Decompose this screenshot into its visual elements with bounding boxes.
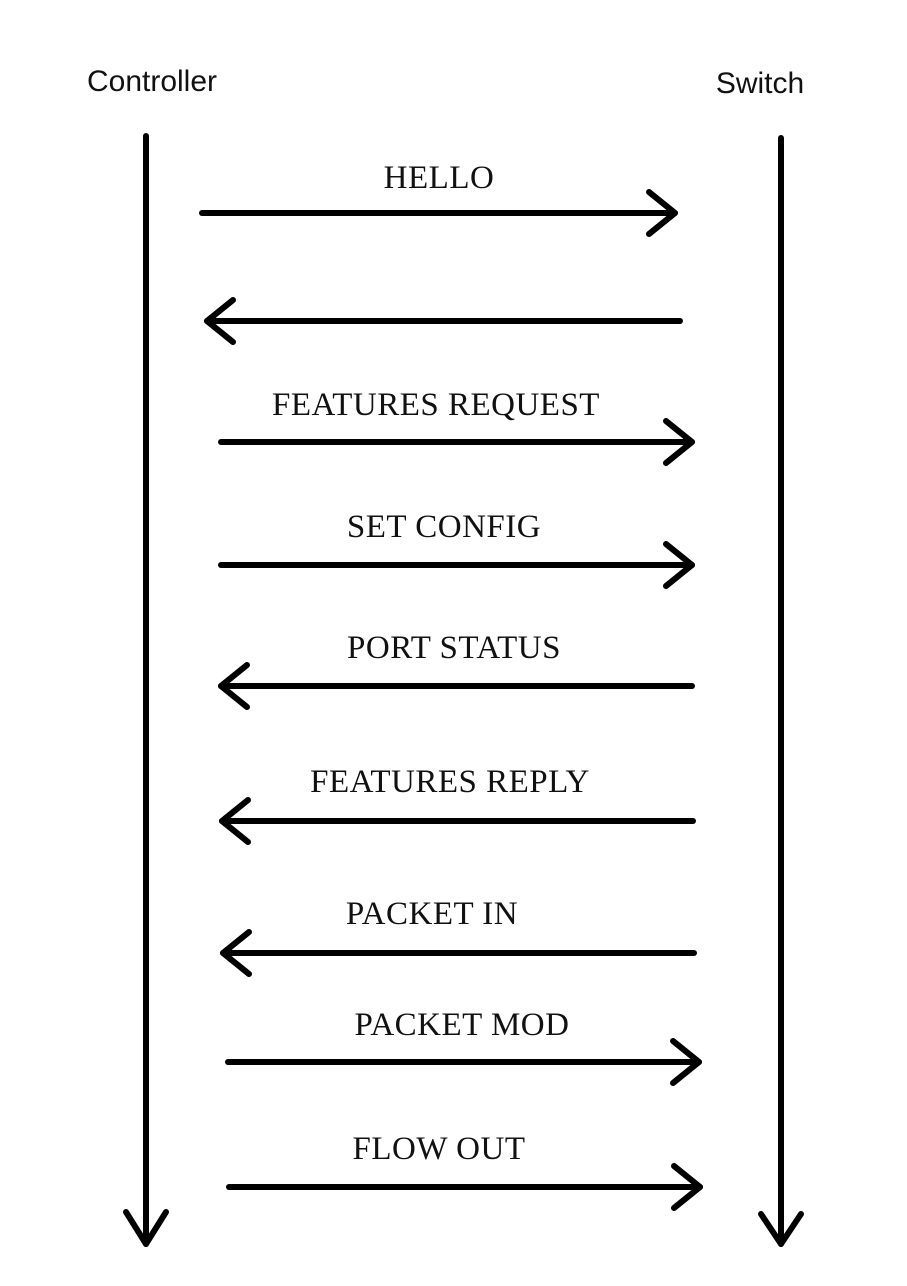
message-label: FEATURES REPLY <box>310 764 590 800</box>
arrow-left-icon <box>218 662 250 710</box>
message-9: FLOW OUT <box>226 1131 703 1211</box>
controller-label: Controller <box>87 65 217 98</box>
message-label: SET CONFIG <box>347 509 541 545</box>
messages-group: HELLO FEATURES REQUEST SET CONFIG PORT STAT… <box>199 160 703 1211</box>
message-1: HELLO <box>199 160 678 237</box>
arrow-right-icon <box>663 418 695 466</box>
message-label: PACKET IN <box>346 896 518 932</box>
message-6: FEATURES REPLY <box>219 764 696 845</box>
message-3: FEATURES REQUEST <box>218 387 695 466</box>
message-2 <box>204 297 683 345</box>
message-8: PACKET MOD <box>225 1007 702 1086</box>
message-4: SET CONFIG <box>218 509 695 589</box>
message-label: PORT STATUS <box>347 630 561 666</box>
switch-lifeline <box>758 135 804 1247</box>
message-7: PACKET IN <box>220 896 697 977</box>
arrow-right-icon <box>663 541 695 589</box>
switch-label: Switch <box>716 67 804 100</box>
arrow-left-icon <box>204 297 236 345</box>
message-5: PORT STATUS <box>218 630 695 710</box>
arrow-right-icon <box>646 189 678 237</box>
arrow-left-icon <box>219 797 251 845</box>
controller-lifeline <box>123 133 169 1247</box>
message-label: FEATURES REQUEST <box>272 387 600 423</box>
arrow-right-icon <box>671 1163 703 1211</box>
message-label: HELLO <box>384 160 495 196</box>
arrow-right-icon <box>670 1038 702 1086</box>
message-label: FLOW OUT <box>353 1131 526 1167</box>
arrow-left-icon <box>220 929 252 977</box>
message-label: PACKET MOD <box>355 1007 570 1043</box>
